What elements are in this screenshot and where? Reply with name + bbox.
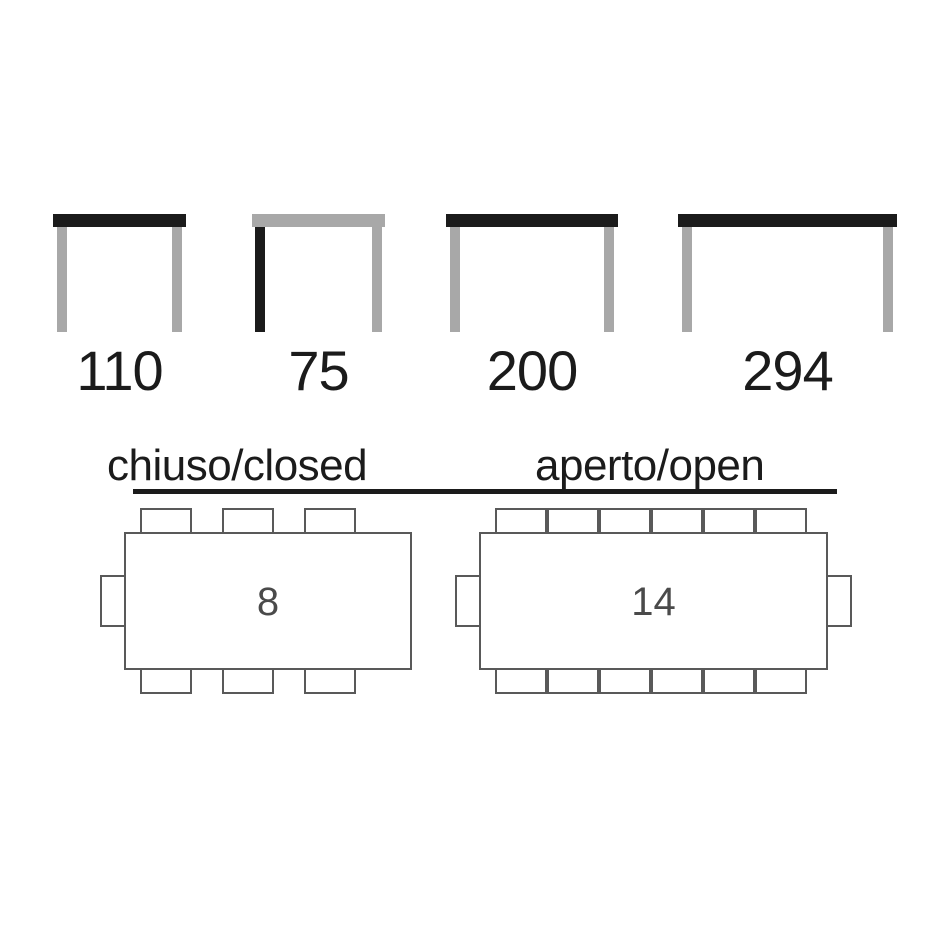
seat-top-6 [755, 508, 807, 534]
table-top-closed [124, 532, 412, 670]
section-label-open: aperto/open [535, 441, 765, 490]
left-leg-200 [450, 227, 460, 332]
seat-bottom-4 [651, 668, 703, 694]
seat-bottom-2 [547, 668, 599, 694]
left-leg-110 [57, 227, 67, 332]
seat-left-1 [455, 575, 481, 627]
seat-bottom-3 [599, 668, 651, 694]
seat-right-1 [826, 575, 852, 627]
tabletop-bar-200 [446, 214, 618, 227]
elevation-view-294 [678, 214, 897, 332]
seat-count-open: 14 [631, 580, 676, 624]
dimension-label-75: 75 [288, 339, 349, 402]
elevation-view-75 [252, 214, 385, 332]
tabletop-bar-75 [252, 214, 385, 227]
elevation-view-110 [53, 214, 186, 332]
dimension-label-110: 110 [76, 339, 163, 402]
left-leg-294 [682, 227, 692, 332]
seat-top-5 [703, 508, 755, 534]
tabletop-bar-294 [678, 214, 897, 227]
seat-top-1 [140, 508, 192, 534]
right-leg-110 [172, 227, 182, 332]
seat-count-closed: 8 [256, 580, 280, 624]
table-top-open [479, 532, 828, 670]
section-divider-rule [133, 489, 837, 494]
right-leg-200 [604, 227, 614, 332]
seat-bottom-5 [703, 668, 755, 694]
right-leg-294 [883, 227, 893, 332]
dimension-label-294: 294 [742, 339, 833, 402]
section-label-closed: chiuso/closed [107, 441, 368, 490]
seat-top-1 [495, 508, 547, 534]
dimension-label-200: 200 [486, 339, 578, 402]
tabletop-bar-110 [53, 214, 186, 227]
seat-top-3 [599, 508, 651, 534]
right-leg-75 [372, 227, 382, 332]
left-leg-75 [255, 227, 265, 332]
seat-top-2 [547, 508, 599, 534]
elevation-view-200 [446, 214, 618, 332]
seat-left-1 [100, 575, 126, 627]
seat-top-4 [651, 508, 703, 534]
seat-bottom-6 [755, 668, 807, 694]
seat-bottom-1 [495, 668, 547, 694]
